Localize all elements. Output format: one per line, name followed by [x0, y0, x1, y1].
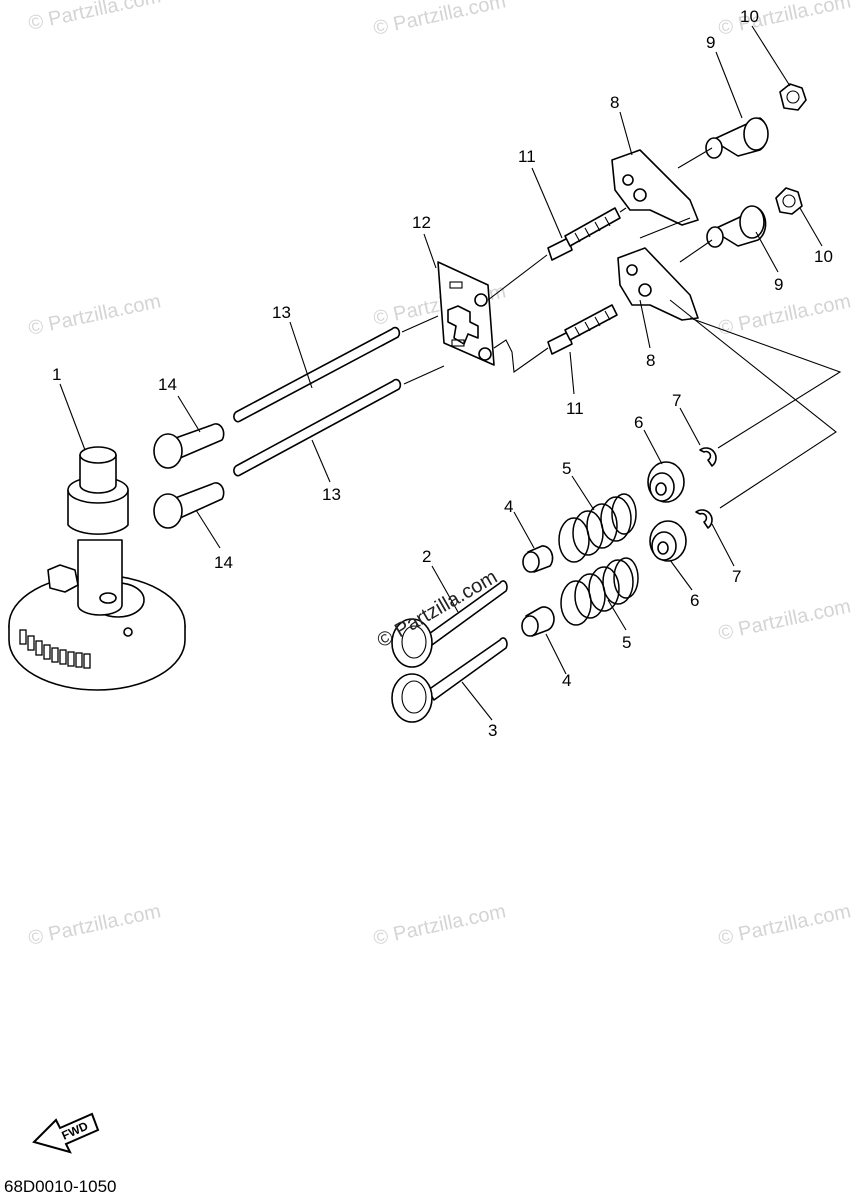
callout-6-top: 6 [634, 413, 643, 432]
exhaust-valve-part [391, 637, 508, 723]
valve-seal-part-bottom [521, 606, 555, 637]
callout-11-bottom: 11 [566, 399, 584, 418]
callout-11-top: 11 [518, 147, 536, 166]
fwd-arrow-icon: FWD [32, 1112, 100, 1154]
stud-part-bottom [547, 304, 618, 355]
push-rod-bottom [233, 378, 402, 477]
clip-part-bottom [695, 509, 713, 529]
callout-2: 2 [422, 547, 431, 566]
nut-part-top [779, 83, 807, 111]
callout-6-bottom: 6 [690, 591, 699, 610]
callout-14-bottom: 14 [214, 553, 233, 572]
diagram-code: 68D0010-1050 [4, 1177, 116, 1196]
callout-8-top: 8 [610, 93, 619, 112]
callout-1: 1 [52, 365, 61, 384]
callout-labels: 1 14 14 13 13 12 11 11 8 8 9 9 10 10 7 7… [52, 7, 833, 740]
rocker-plate-part [437, 261, 495, 366]
watermark: © Partzilla.com [716, 0, 852, 40]
callout-9-bottom: 9 [774, 275, 783, 294]
callout-5-bottom: 5 [622, 633, 631, 652]
callout-7-bottom: 7 [732, 567, 741, 586]
intake-valve-part [391, 580, 508, 668]
watermark: © Partzilla.com [371, 0, 507, 40]
callout-4-bottom: 4 [562, 671, 571, 690]
leader-lines [59, 25, 823, 721]
callout-10-bottom: 10 [814, 247, 833, 266]
assembly-lines [401, 147, 842, 509]
nut-part-bottom [775, 187, 803, 215]
clip-part-top [699, 447, 717, 467]
callout-7-top: 7 [672, 391, 681, 410]
rocker-arm-bottom [617, 247, 699, 321]
retainer-part-top [647, 461, 685, 503]
watermark: © Partzilla.com [26, 0, 162, 35]
callout-9-top: 9 [706, 33, 715, 52]
callout-13-top: 13 [272, 303, 291, 322]
watermark: © Partzilla.com [716, 900, 852, 950]
callout-14-top: 14 [158, 375, 177, 394]
push-rod-top [233, 326, 401, 423]
rocker-arm-top [611, 149, 699, 226]
pivot-part-top [705, 117, 769, 159]
callout-5-top: 5 [562, 459, 571, 478]
callout-3: 3 [488, 721, 497, 740]
camshaft-part [8, 446, 186, 691]
valve-seal-part-top [522, 545, 554, 573]
watermark: © Partzilla.com [26, 900, 162, 950]
callout-8-bottom: 8 [646, 351, 655, 370]
watermark: © Partzilla.com [371, 900, 507, 950]
callout-4-top: 4 [504, 497, 513, 516]
watermark: © Partzilla.com [716, 595, 852, 645]
lifter-part-bottom [153, 482, 225, 529]
callout-10-top: 10 [740, 7, 759, 26]
lifter-part-top [153, 423, 225, 469]
spring-part-top [558, 493, 637, 563]
watermark: © Partzilla.com [716, 290, 852, 340]
spring-part-bottom [560, 557, 639, 626]
retainer-part-bottom [649, 520, 687, 562]
stud-part-top [547, 207, 621, 261]
pivot-part-bottom [706, 205, 767, 248]
callout-13-bottom: 13 [322, 485, 341, 504]
watermark: © Partzilla.com [26, 290, 162, 340]
gear-teeth [19, 629, 91, 669]
callout-12: 12 [412, 213, 431, 232]
